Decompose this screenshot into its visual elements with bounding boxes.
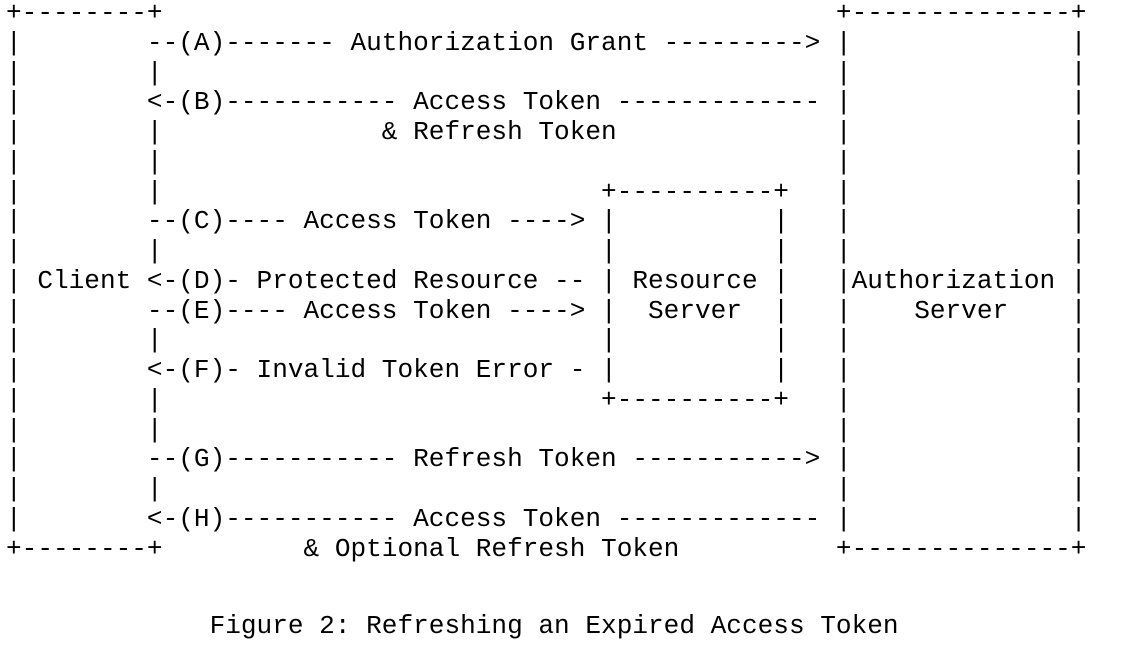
oauth-refresh-token-ascii-diagram: +--------+ +--------------+ | --(A)-----… <box>6 0 1087 564</box>
figure-caption: Figure 2: Refreshing an Expired Access T… <box>6 611 899 641</box>
